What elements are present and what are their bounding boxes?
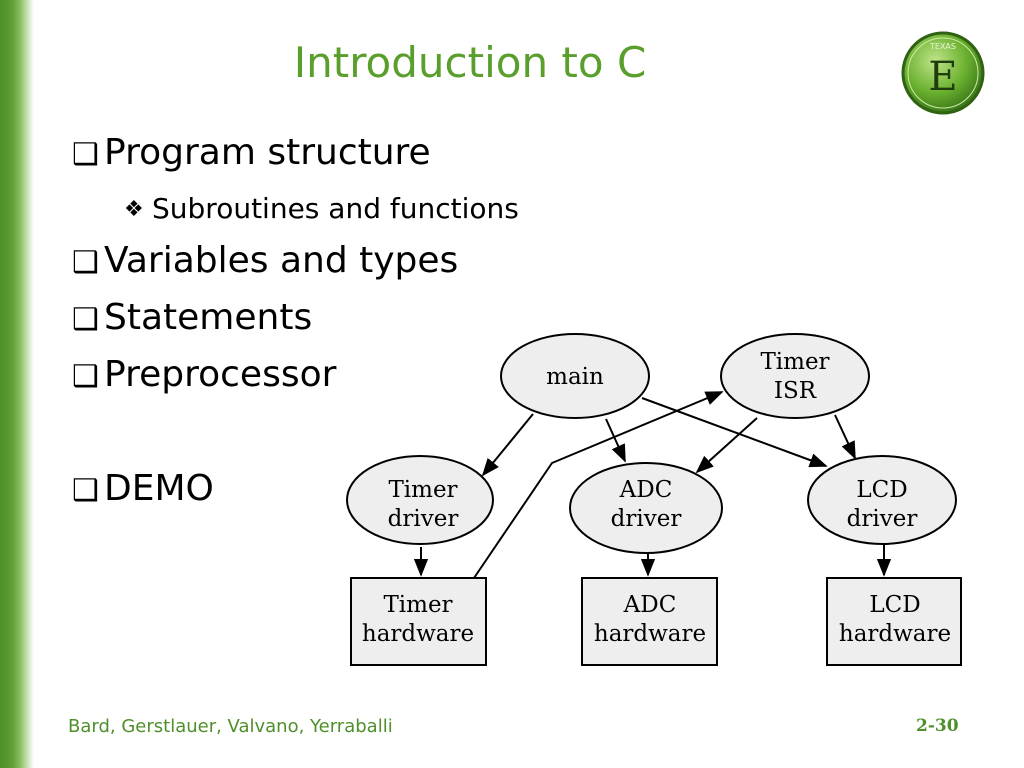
svg-text:ISR: ISR [774, 378, 817, 404]
bullet-demo: ❑DEMO [72, 468, 214, 509]
svg-text:hardware: hardware [594, 621, 706, 647]
edge-main-adc-driver [605, 418, 626, 463]
node-timer-hardware: Timer hardware [350, 577, 487, 666]
texas-e-logo: TEXAS E [901, 31, 985, 115]
page-number: 2-30 [916, 716, 959, 736]
svg-text:Timer: Timer [383, 592, 452, 618]
node-timer-driver: Timer driver [346, 455, 494, 545]
footer-authors: Bard, Gerstlauer, Valvano, Yerraballi [68, 716, 393, 737]
logo-small-text: TEXAS [929, 42, 956, 51]
diamond-bullet-icon: ❖ [124, 197, 144, 222]
checkbox-bullet-icon: ❑ [72, 302, 99, 337]
bullet-preprocessor: ❑Preprocessor [72, 354, 337, 395]
svg-text:Timer: Timer [760, 349, 829, 375]
checkbox-bullet-icon: ❑ [72, 359, 99, 394]
svg-text:hardware: hardware [362, 621, 474, 647]
checkbox-bullet-icon: ❑ [72, 245, 99, 280]
node-main: main [500, 333, 650, 419]
module-call-diagram: main Timer ISR Timer driver ADC driver L… [346, 333, 962, 666]
svg-text:ADC: ADC [623, 592, 677, 618]
svg-text:Timer: Timer [388, 477, 457, 503]
checkbox-bullet-icon: ❑ [72, 137, 99, 172]
svg-text:driver: driver [847, 506, 918, 532]
slide-title: Introduction to C [293, 38, 647, 87]
node-timer-isr: Timer ISR [720, 333, 870, 419]
edge-isr-lcd-driver [834, 414, 856, 460]
node-lcd-hardware: LCD hardware [826, 577, 962, 666]
svg-text:LCD: LCD [856, 477, 907, 503]
edge-main-lcd-driver [641, 397, 828, 468]
checkbox-bullet-icon: ❑ [72, 473, 99, 508]
svg-text:driver: driver [388, 506, 459, 532]
node-lcd-driver: LCD driver [807, 455, 957, 545]
node-adc-driver: ADC driver [569, 462, 723, 554]
diagram-edges [413, 391, 892, 579]
svg-text:main: main [546, 364, 604, 390]
logo-letter: E [928, 54, 957, 100]
svg-text:hardware: hardware [839, 621, 951, 647]
left-accent-bar [0, 0, 34, 768]
bullet-variables: ❑Variables and types [72, 240, 459, 281]
node-adc-hardware: ADC hardware [581, 577, 718, 666]
edge-isr-adc-driver [695, 417, 758, 474]
svg-text:ADC: ADC [619, 477, 673, 503]
bullet-program-structure: ❑Program structure [72, 132, 431, 173]
bullet-statements: ❑Statements [72, 297, 313, 338]
edge-main-timer-driver [481, 413, 534, 477]
svg-text:driver: driver [611, 506, 682, 532]
bullet-subroutines: ❖Subroutines and functions [124, 192, 519, 225]
edge-timer-hardware-isr [473, 391, 724, 579]
svg-text:LCD: LCD [869, 592, 920, 618]
